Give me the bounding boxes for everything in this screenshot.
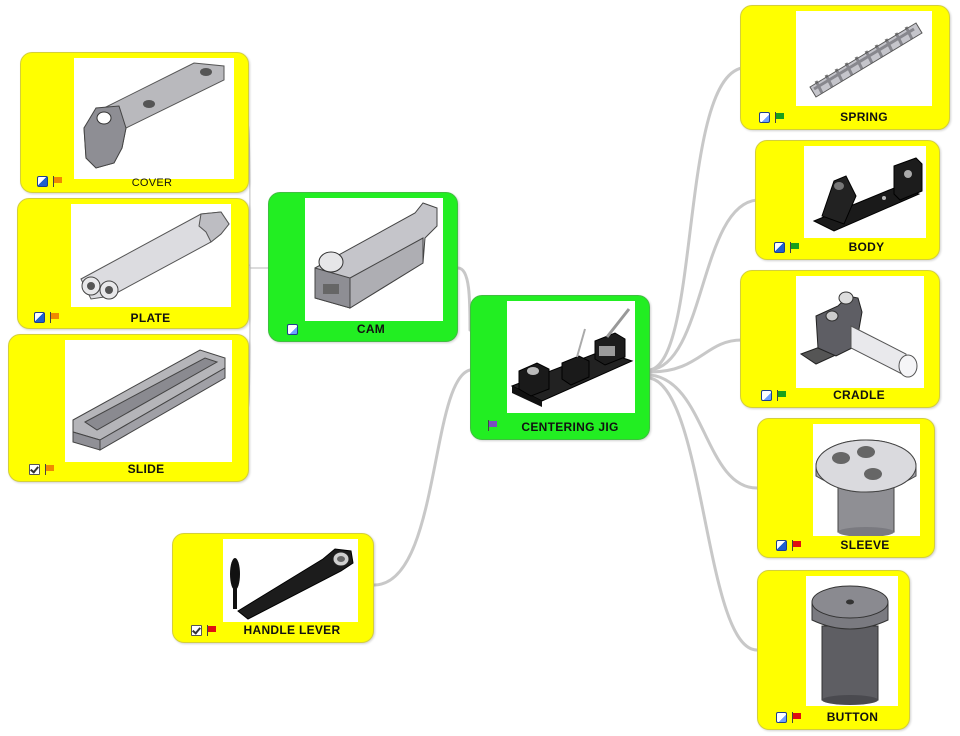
- task-progress-icon: [37, 176, 48, 187]
- cover-label: COVER: [131, 177, 173, 189]
- flag-orange-icon: [49, 312, 60, 323]
- task-progress-icon: [287, 324, 298, 335]
- task-progress-icon: [774, 242, 785, 253]
- flag-orange-icon: [52, 176, 63, 187]
- cam-image: [305, 198, 443, 321]
- centering-jig-image: [507, 301, 635, 413]
- centering-jig-label: CENTERING JIG: [521, 420, 619, 434]
- flag-purple-icon: [487, 420, 498, 431]
- task-progress-icon: [759, 112, 770, 123]
- cover-icons: [37, 176, 63, 187]
- flag-green-icon: [774, 112, 785, 123]
- connector-button: [648, 376, 759, 652]
- slide-label: SLIDE: [127, 462, 165, 476]
- cradle-icons: [761, 390, 787, 401]
- flag-orange-icon: [44, 464, 55, 475]
- flag-red-icon: [791, 712, 802, 723]
- cam-icons: [287, 324, 298, 335]
- spring-image: [796, 11, 932, 106]
- connector-body: [648, 198, 759, 372]
- task-progress-icon: [761, 390, 772, 401]
- task-progress-icon: [776, 712, 787, 723]
- topic-body[interactable]: BODY: [755, 140, 940, 260]
- connector-cam: [456, 266, 472, 332]
- topic-spring[interactable]: SPRING: [740, 5, 950, 130]
- plate-label: PLATE: [130, 311, 171, 325]
- button-icons: [776, 712, 802, 723]
- body-label: BODY: [848, 240, 885, 254]
- plate-icons: [34, 312, 60, 323]
- centering-jig-icons: [487, 420, 498, 431]
- sleeve-label: SLEEVE: [840, 538, 890, 552]
- connector-spring: [648, 66, 744, 372]
- slide-image: [65, 340, 232, 462]
- topic-handle-lever[interactable]: HANDLE LEVER: [172, 533, 374, 643]
- topic-cradle[interactable]: CRADLE: [740, 270, 940, 408]
- button-image: [806, 576, 898, 706]
- cover-image: [74, 58, 234, 179]
- connector-handle-lever: [372, 368, 472, 587]
- cam-label: CAM: [356, 322, 386, 336]
- task-progress-icon: [34, 312, 45, 323]
- topic-button[interactable]: BUTTON: [757, 570, 910, 730]
- handle-lever-icons: [191, 625, 217, 636]
- slide-icons: [29, 464, 55, 475]
- sleeve-image: [813, 424, 920, 536]
- spring-icons: [759, 112, 785, 123]
- flag-red-icon: [206, 625, 217, 636]
- connector-cradle: [648, 338, 744, 374]
- handle-lever-label: HANDLE LEVER: [243, 623, 341, 637]
- topic-cover[interactable]: COVER: [20, 52, 249, 193]
- task-progress-icon: [776, 540, 787, 551]
- flag-green-icon: [776, 390, 787, 401]
- task-done-icon: [29, 464, 40, 475]
- topic-cam[interactable]: CAM: [268, 192, 458, 342]
- plate-image: [71, 204, 231, 307]
- central-topic-centering-jig[interactable]: CENTERING JIG: [470, 295, 650, 440]
- topic-slide[interactable]: SLIDE: [8, 334, 249, 482]
- handle-lever-image: [223, 539, 358, 622]
- cradle-label: CRADLE: [833, 388, 885, 402]
- flag-green-icon: [789, 242, 800, 253]
- cradle-image: [796, 276, 924, 388]
- connector-sleeve: [648, 373, 759, 490]
- topic-plate[interactable]: PLATE: [17, 198, 249, 329]
- sleeve-icons: [776, 540, 802, 551]
- body-icons: [774, 242, 800, 253]
- spring-label: SPRING: [840, 110, 888, 124]
- button-label: BUTTON: [826, 710, 879, 724]
- task-done-icon: [191, 625, 202, 636]
- body-image: [804, 146, 926, 238]
- topic-sleeve[interactable]: SLEEVE: [757, 418, 935, 558]
- flag-red-icon: [791, 540, 802, 551]
